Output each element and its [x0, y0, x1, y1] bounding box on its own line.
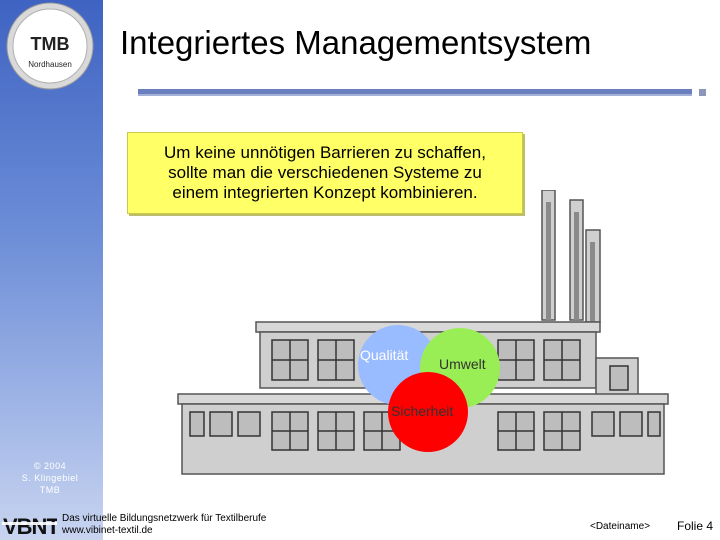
factory-illustration: Qualität Umwelt Sicherheit [177, 190, 669, 475]
copyright-org: TMB [39, 485, 61, 495]
vbnt-logo-text: VBNT [3, 514, 57, 538]
footer-slide-number: Folie 4 [677, 519, 714, 533]
sidebar: TMB Nordhausen © 2004 S. Klingebiel TMB [0, 0, 103, 540]
callout-line-1: Um keine unnötigen Barrieren zu schaffen… [164, 143, 486, 162]
callout-box: Um keine unnötigen Barrieren zu schaffen… [127, 132, 523, 214]
venn-circle-sicherheit [388, 372, 468, 452]
callout-line-3: einem integrierten Konzept kombinieren. [172, 183, 478, 202]
callout-line-2: sollte man die verschiedenen Systeme zu [168, 163, 482, 182]
logo-sub-text: Nordhausen [28, 60, 72, 69]
copyright-author: S. Klingebiel [21, 473, 79, 483]
venn-diagram: Qualität Umwelt Sicherheit [358, 325, 500, 452]
logo-main-text: TMB [30, 34, 70, 54]
title-rule-end [699, 89, 706, 96]
page-title: Integriertes Managementsystem [120, 24, 592, 61]
venn-label-qualitaet: Qualität [360, 347, 408, 363]
upper-windows [271, 339, 629, 391]
venn-label-sicherheit: Sicherheit [391, 403, 453, 419]
chimneys [541, 190, 601, 323]
venn-label-umwelt: Umwelt [439, 356, 486, 372]
footer-url[interactable]: www.vibinet-textil.de [62, 525, 153, 536]
copyright: © 2004 S. Klingebiel TMB [0, 460, 100, 496]
footer-network-info: Das virtuelle Bildungsnetzwerk für Texti… [62, 513, 266, 537]
footer-network-name: Das virtuelle Bildungsnetzwerk für Texti… [62, 513, 267, 524]
title-underline [138, 89, 692, 96]
copyright-year: © 2004 [33, 461, 67, 471]
footer-filename: <Dateiname> [590, 521, 651, 532]
tmb-logo [6, 2, 94, 90]
vbnt-logo: VBNT [2, 514, 57, 538]
